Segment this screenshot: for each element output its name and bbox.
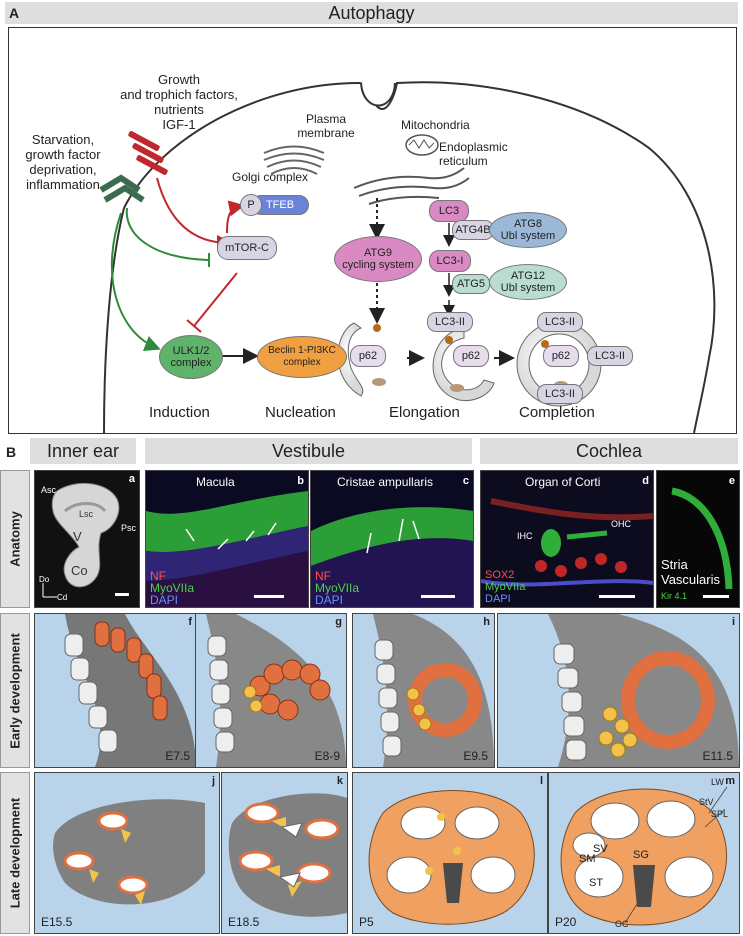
panel-letter-g: g (335, 616, 342, 628)
stage-f: E7.5 (165, 749, 190, 763)
cargo-dot (373, 324, 381, 332)
header-cochlea: Cochlea (480, 438, 738, 464)
row-label-early: Early development (0, 613, 30, 768)
mitochondria-label: Mitochondria (401, 118, 470, 132)
panel-letter-m: m (725, 775, 735, 787)
panel-letter-b: b (297, 475, 304, 487)
panel-c-cristae: c Cristae ampullaris NF MyoVIIa DAPI (310, 470, 474, 608)
row-label-anatomy: Anatomy (0, 470, 30, 608)
stage-m: P20 (555, 915, 577, 929)
panel-h: h E9.5 (352, 613, 495, 768)
elongating-shape (432, 327, 495, 402)
stria-title-2: Vascularis (661, 572, 721, 587)
panel-f: f E7.5 (34, 613, 197, 768)
panel-b-letter: B (6, 444, 17, 460)
panel-k: k E18.5 (221, 772, 348, 934)
mtor-inhibit-ulk (193, 272, 238, 327)
stage-completion: Completion (519, 404, 595, 421)
er-shape (353, 167, 470, 205)
panel-letter-k: k (336, 775, 343, 787)
lc3ii-node-right: LC3-II (587, 346, 633, 366)
p62-node-1: p62 (350, 345, 386, 367)
panel-letter-f: f (188, 616, 192, 628)
phospho-badge: P (240, 194, 262, 216)
stress-inhibit-mtor (125, 207, 210, 261)
golgi-complex-shape (263, 145, 325, 175)
stress-to-ulk-arrow (110, 212, 161, 352)
p62-node-3: p62 (543, 345, 579, 367)
header-inner-ear: Inner ear (30, 438, 136, 464)
mitochondria-cristae (408, 139, 435, 149)
panel-letter-c: c (462, 475, 469, 487)
plasma-membrane-line (103, 81, 716, 433)
panel-a-letter: A (9, 5, 20, 21)
atg5-node: ATG5 (452, 274, 490, 294)
panel-i: i E11.5 (497, 613, 740, 768)
panel-m: m P20 LW StV SPL SM SV SG ST OC (548, 772, 740, 934)
row-label-late: Late development (0, 772, 30, 934)
panel-letter-l: l (539, 775, 543, 787)
panel-g: g E8-9 (195, 613, 347, 768)
panel-letter-i: i (731, 616, 735, 628)
lc3ii-node-top: LC3-II (537, 312, 583, 332)
cristae-title: Cristae ampullaris (337, 475, 434, 489)
stage-h: E9.5 (463, 749, 488, 763)
stage-i: E11.5 (702, 749, 733, 763)
stage-j: E15.5 (41, 915, 73, 929)
macula-title: Macula (196, 475, 235, 489)
lc3ii-node-bottom: LC3-II (537, 384, 583, 404)
membrane-invagination (360, 82, 396, 107)
p62-node-2: p62 (453, 345, 489, 367)
stage-elongation: Elongation (389, 404, 460, 421)
panel-e-stria: e Stria Vascularis Kir 4.1 (656, 470, 740, 608)
lc3i-node: LC3-I (429, 250, 471, 272)
corti-title: Organ of Corti (525, 475, 601, 489)
panel-letter-h: h (483, 616, 490, 628)
lc3ii-node-elong: LC3-II (427, 312, 473, 332)
growth-to-mtor-arrow (156, 177, 233, 251)
growth-receptor-shape (128, 131, 168, 175)
golgi-label: Golgi complex (232, 170, 309, 184)
stage-g: E8-9 (314, 749, 340, 763)
panel-letter-d: d (642, 475, 649, 487)
header-vestibule: Vestibule (145, 438, 472, 464)
lc3-node: LC3 (429, 200, 469, 222)
stage-nucleation: Nucleation (265, 404, 336, 421)
stress-receptor-shape (99, 174, 145, 203)
panel-a-title: Autophagy (328, 3, 415, 23)
panel-l: l P5 (352, 772, 548, 934)
panel-letter-j: j (211, 775, 215, 787)
mtor-to-tfeb-arrow (226, 200, 245, 234)
atg4b-node: ATG4B (452, 220, 494, 240)
panel-letter-e: e (728, 475, 735, 487)
mtor-inhibit-bar (186, 319, 202, 333)
panel-letter-a: a (128, 473, 135, 485)
mtorc-node: mTOR-C (217, 236, 277, 260)
stage-k: E18.5 (228, 915, 260, 929)
panel-j: j E15.5 (34, 772, 220, 934)
panel-b-macula: b Macula NF MyoVIIa DAPI (145, 470, 309, 608)
panel-a-header: A Autophagy (5, 2, 738, 24)
stage-l: P5 (359, 915, 374, 929)
stage-induction: Induction (149, 404, 210, 421)
panel-a-inner-ear: a Asc Lsc Psc V Co Do Cd (34, 470, 140, 608)
stria-title-1: Stria (661, 557, 688, 572)
panel-d-organ-of-corti: d Organ of Corti IHC OHC SOX2 MyoVIIa DA… (480, 470, 654, 608)
cargo-ellipse (372, 378, 386, 386)
mitochondria-shape (405, 134, 439, 156)
